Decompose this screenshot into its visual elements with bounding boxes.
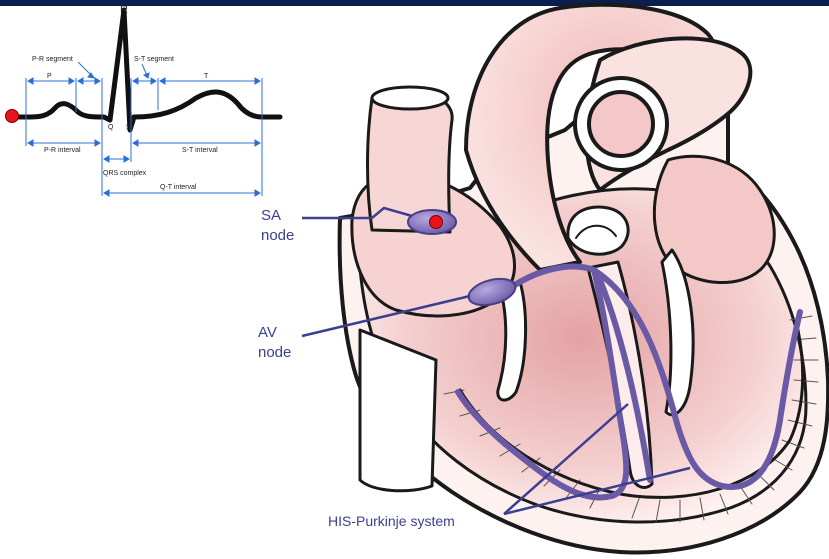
ecg-label-t: T bbox=[204, 73, 209, 80]
ecg-position-marker bbox=[6, 110, 19, 123]
inferior-vena-cava bbox=[360, 330, 436, 491]
aortic-valve bbox=[568, 207, 628, 254]
sa-node-marker bbox=[430, 216, 443, 229]
ecg-label-st-interval: S-T interval bbox=[182, 147, 218, 154]
ecg-label-r: R bbox=[120, 4, 128, 16]
ecg-label-pr-interval: P-R interval bbox=[44, 147, 81, 154]
heart-illustration bbox=[340, 5, 829, 553]
ecg-label-st-segment: S-T segment bbox=[134, 56, 174, 63]
ecg-label-s: S bbox=[126, 124, 131, 131]
his-purkinje-label: HIS-Purkinje system bbox=[328, 513, 455, 529]
ecg-label-p: P bbox=[47, 73, 52, 80]
av-node-label-line1: AV bbox=[258, 324, 277, 341]
ecg-label-qt-interval: Q-T interval bbox=[160, 184, 197, 191]
ecg-label-qrs-complex: QRS complex bbox=[103, 170, 147, 177]
av-node-label-line2: node bbox=[258, 344, 291, 361]
ecg-label-q: Q bbox=[108, 124, 114, 131]
superior-vena-cava-opening bbox=[372, 87, 448, 109]
ecg-label-pr-segment: P-R segment bbox=[32, 56, 73, 63]
ecg-diagram: R Q S P T P-R segment S-T segment P-R in… bbox=[6, 4, 281, 196]
sa-node-label-line1: SA bbox=[261, 207, 281, 224]
pulmonary-vessel-lumen bbox=[589, 92, 653, 156]
sa-node-label-line2: node bbox=[261, 227, 294, 244]
